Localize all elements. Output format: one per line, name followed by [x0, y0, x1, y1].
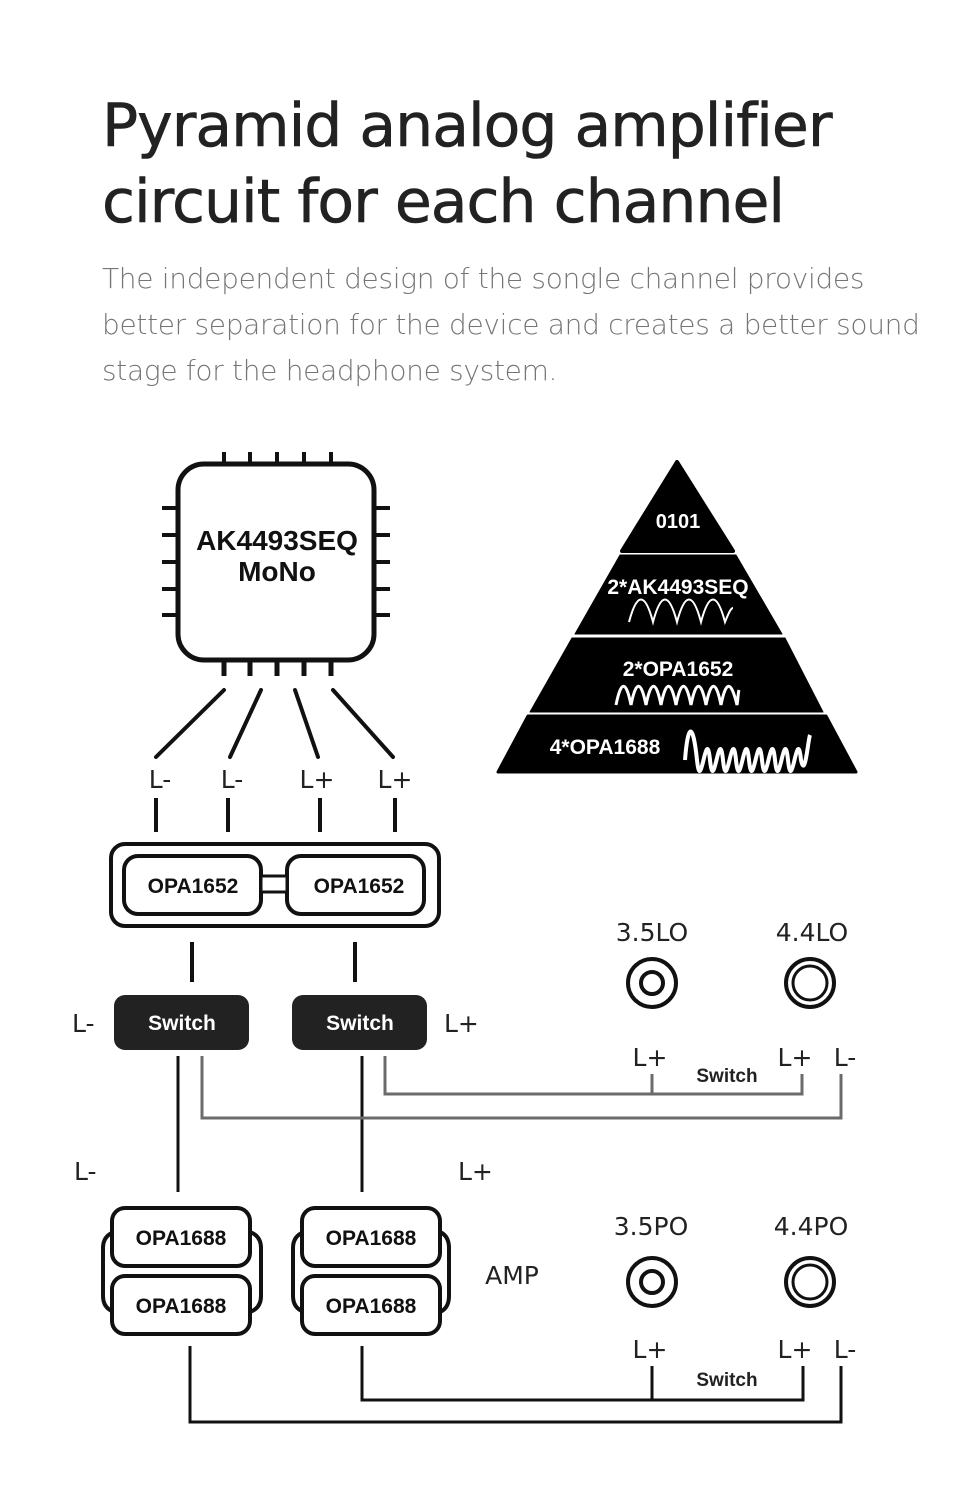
title-line-1: Pyramid analog amplifier [102, 91, 833, 162]
page-title: Pyramid analog amplifier circuit for eac… [102, 88, 833, 240]
po-pin-35-label: L+ [633, 1335, 668, 1364]
lo-pin-44-pos-label: L+ [778, 1043, 813, 1072]
pyramid-tier-4 [496, 714, 858, 774]
pyramid-label-3: 2*OPA1652 [623, 658, 734, 681]
chip-output-label-3: L+ [300, 765, 335, 794]
pyramid-label-2: 2*AK4493SEQ [607, 576, 748, 599]
chip-label-mode: MoNo [238, 556, 316, 587]
pyramid: 0101 2*AK4493SEQ 2*OPA1652 4*OPA1688 [496, 460, 858, 774]
jack-44po-label: 4.4PO [774, 1212, 849, 1241]
lower-label-right: L+ [458, 1157, 493, 1186]
lo-pin-44-neg-label: L- [834, 1043, 857, 1072]
wave-icon-small [628, 598, 734, 626]
pyramid-label-4: 4*OPA1688 [550, 736, 661, 759]
po-switch-label: Switch [696, 1370, 757, 1391]
lower-label-left: L- [74, 1157, 97, 1186]
amp-chip-2-label: OPA1688 [136, 1295, 227, 1318]
switch-right: Switch [292, 995, 427, 1050]
switch-right-side-label: L+ [444, 1009, 479, 1038]
dac-chip: AK4493SEQ MoNo [162, 452, 390, 676]
opa1652-bridge [259, 874, 289, 894]
chip-output-stubs [154, 798, 397, 832]
chip-output-label-2: L- [221, 765, 244, 794]
jack-35po-icon [626, 1256, 678, 1308]
switch-right-label: Switch [326, 1012, 394, 1035]
jack-35po-label: 3.5PO [614, 1212, 689, 1241]
pyramid-tier-2 [574, 554, 783, 635]
jack-35lo-icon [626, 957, 678, 1009]
chip-pins-right [374, 506, 390, 617]
amp-chip-3-label: OPA1688 [326, 1227, 417, 1250]
switch-left-label: Switch [148, 1012, 216, 1035]
amp-stack-left [101, 1206, 263, 1336]
title-line-2: circuit for each channel [102, 167, 786, 238]
jack-44lo-icon [784, 957, 836, 1009]
amp-chip-4-label: OPA1688 [326, 1295, 417, 1318]
chip-pins-left [162, 506, 178, 617]
amp-label: AMP [485, 1261, 539, 1290]
opa1652-right-label: OPA1652 [314, 875, 405, 898]
phone-out-wires [188, 1346, 843, 1424]
chip-pins-bottom [221, 660, 334, 676]
po-pin-44-neg-label: L- [834, 1335, 857, 1364]
chip-output-label-1: L- [149, 765, 172, 794]
switch-to-amp-wires [176, 1056, 364, 1192]
po-pin-44-pos-label: L+ [778, 1335, 813, 1364]
page-subtitle: The independent design of the songle cha… [102, 262, 920, 387]
pyramid-label-1: 0101 [656, 511, 701, 533]
pyramid-tier-1 [620, 460, 735, 553]
lo-switch-label: Switch [696, 1066, 757, 1087]
lo-pin-35-label: L+ [633, 1043, 668, 1072]
amp-stack-right [291, 1206, 451, 1336]
jack-35lo-label: 3.5LO [616, 918, 688, 947]
opa1652-left-label: OPA1652 [148, 875, 239, 898]
chip-body [175, 461, 377, 663]
jack-44lo-label: 4.4LO [776, 918, 848, 947]
chip-output-label-4: L+ [378, 765, 413, 794]
line-out-wires [200, 1056, 843, 1120]
wave-icon-medium [614, 684, 741, 706]
opa1652-group: OPA1652 OPA1652 [109, 842, 441, 928]
jack-44po-icon [784, 1256, 836, 1308]
amp-chip-1-label: OPA1688 [136, 1227, 227, 1250]
opa1652-output-stubs [190, 942, 357, 982]
switch-left-side-label: L- [72, 1009, 95, 1038]
switch-left: Switch [114, 995, 249, 1050]
wave-icon-large [683, 729, 812, 773]
chip-output-wires [154, 688, 395, 759]
chip-label-model: AK4493SEQ [196, 525, 358, 556]
pyramid-tier-3 [529, 637, 824, 713]
